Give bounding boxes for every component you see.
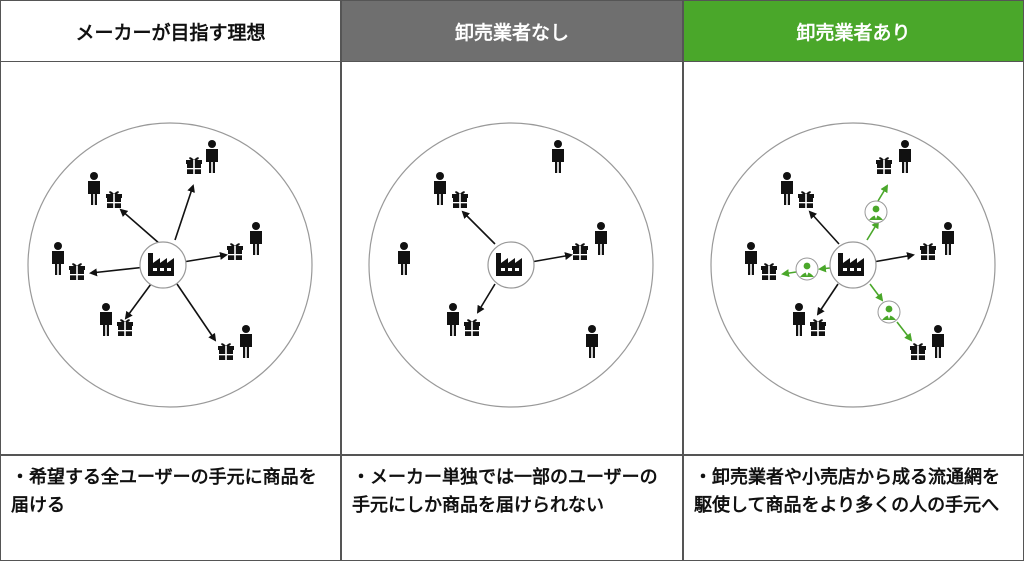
header-ideal: メーカーが目指す理想: [0, 0, 341, 62]
header-no-wholesaler: 卸売業者なし: [341, 0, 683, 62]
diagram-cell-with-wholesaler: [683, 62, 1024, 455]
diagram-cell-no-wholesaler: [341, 62, 683, 455]
note-with-wholesaler: ・卸売業者や小売店から成る流通網を駆使して商品をより多くの人の手元へ: [683, 455, 1024, 561]
diagram-cell-ideal: [0, 62, 341, 455]
note-ideal: ・希望する全ユーザーの手元に商品を届ける: [0, 455, 341, 561]
note-no-wholesaler: ・メーカー単独では一部のユーザーの手元にしか商品を届けられない: [341, 455, 683, 561]
header-with-wholesaler: 卸売業者あり: [683, 0, 1024, 62]
